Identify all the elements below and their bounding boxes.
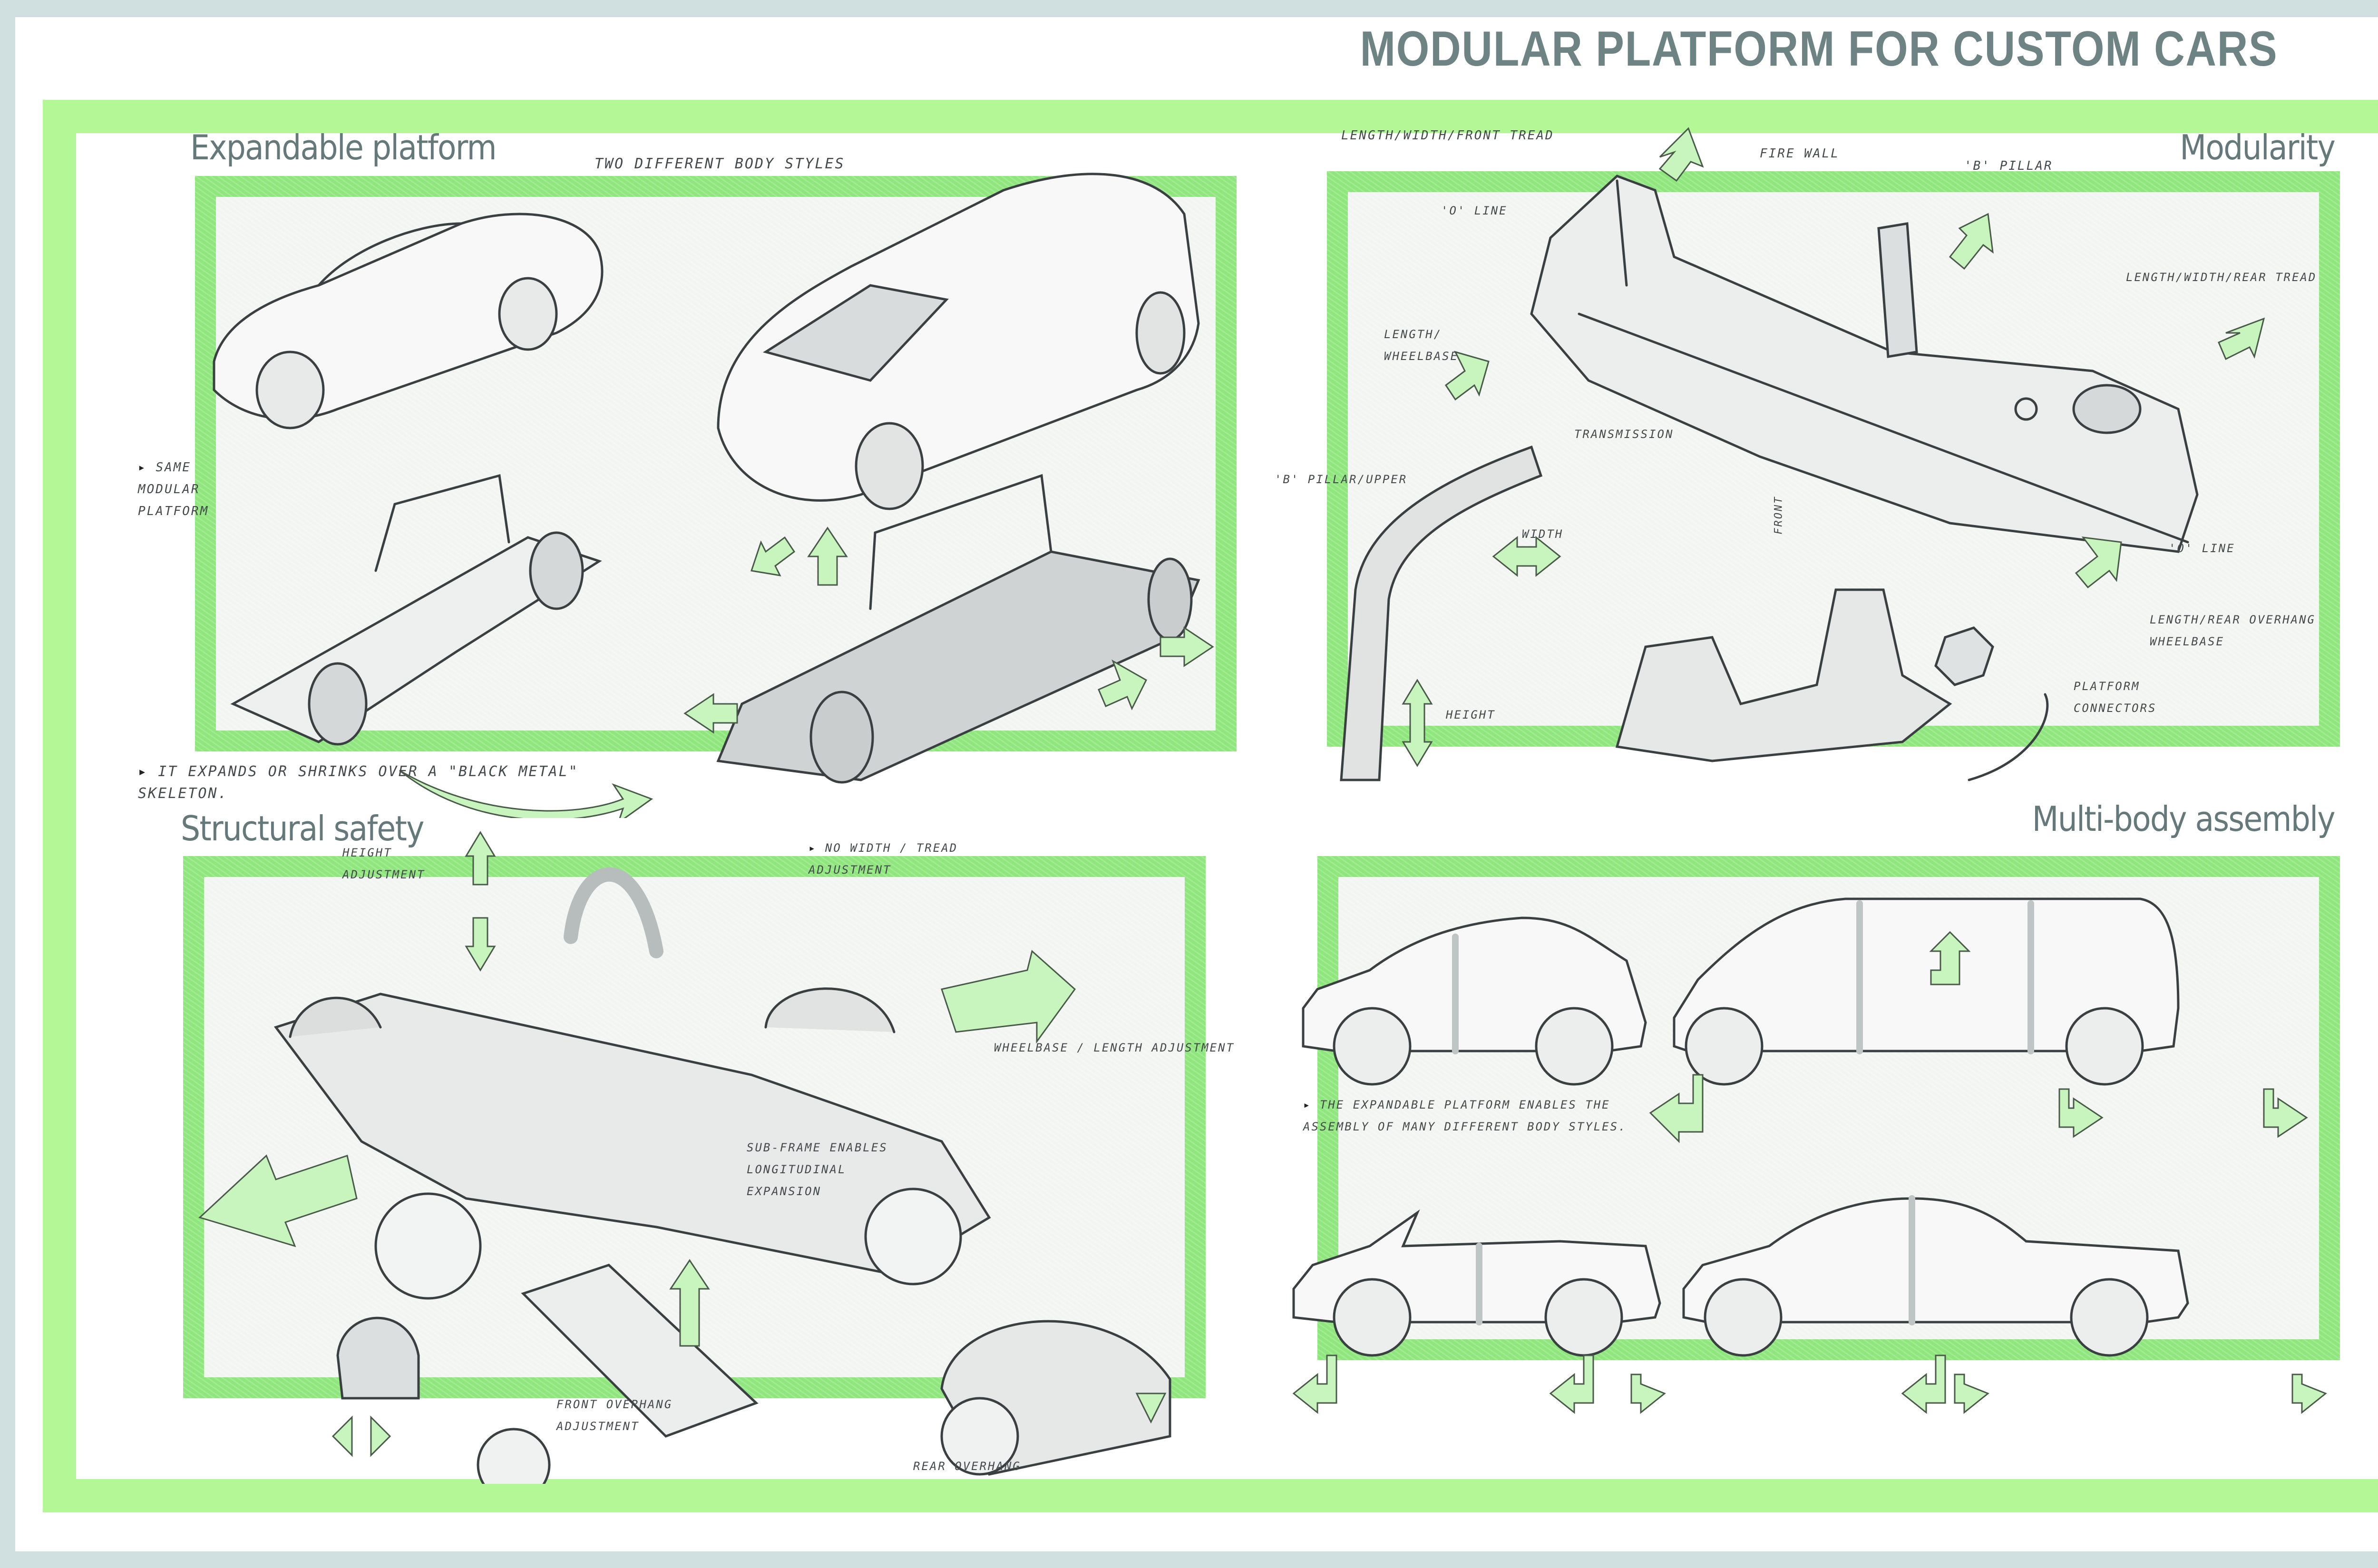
note-two-body-styles: Two different body styles <box>594 156 845 172</box>
expandable-platform-sketch <box>213 173 1214 818</box>
arrow-left-icon-4 <box>1901 1354 1946 1414</box>
arrow-up-icon <box>1929 931 1971 985</box>
pillar-upper-outline <box>1340 445 1543 781</box>
large-platform-outline <box>716 550 1200 781</box>
section-title-expandable-platform: Expandable platform <box>190 127 497 167</box>
arrow-up-icon <box>807 526 848 586</box>
arrow-right-icon <box>1160 626 1214 667</box>
arrow-front-overhang-icon <box>331 1415 391 1457</box>
minivan-car-outline <box>717 173 1200 502</box>
note-height: Height <box>1446 708 1496 721</box>
structural-safety-sketch <box>198 831 1171 1484</box>
arrow-right-icon <box>2058 1088 2104 1138</box>
arrow-right-icon-3 <box>1630 1373 1666 1414</box>
section-title-modularity: Modularity <box>2180 127 2336 167</box>
arrow-right-icon-4 <box>1954 1373 1989 1414</box>
arrow-left-down-icon <box>198 1154 358 1247</box>
note-rear-tread: Length/width/rear tread <box>2126 271 2317 284</box>
note-front-overhang-adjustment: Front overhang adjustment <box>556 1398 673 1433</box>
arrow-diag-icon <box>750 536 796 576</box>
section-title-multi-body-assembly: Multi-body assembly <box>2032 799 2336 839</box>
note-pillar-upper: 'B' pillar/upper <box>1275 473 1408 486</box>
arrow-down-right-icon <box>1098 659 1147 711</box>
note-height-adjustment: Height adjustment <box>342 846 426 881</box>
arrow-left-icon-3 <box>1549 1354 1594 1414</box>
note-platform-connectors: Platform connectors <box>2074 680 2157 715</box>
arrow-up-right-icon-2 <box>1949 213 1994 270</box>
note-front-tread: Length/width/front tread <box>1341 128 1554 143</box>
arrow-width-icon <box>1492 536 1561 577</box>
arrow-height-down-icon <box>465 917 496 972</box>
arrow-up-icon <box>669 1259 710 1347</box>
note-o-line: 'O' line <box>1441 204 1508 217</box>
front-module <box>336 1316 420 1400</box>
note-expands-shrinks: It expands or shrinks over a "black meta… <box>138 761 614 805</box>
note-no-width-tread: No width / tread adjustment <box>809 837 1046 881</box>
section-title-structural-safety: Structural safety <box>181 808 424 848</box>
arrow-left-icon-2 <box>1292 1354 1337 1414</box>
roll-hoop <box>564 867 663 958</box>
note-wheelbase-length: Wheelbase / length adjustment <box>994 1041 1235 1054</box>
poster-title: MODULAR PLATFORM FOR CUSTOM CARS <box>1360 21 2278 77</box>
note-o-line-rear: 'O' line <box>2169 542 2235 555</box>
chassis-tub-outline <box>1530 175 2199 553</box>
note-rear-overhang: Rear overhang <box>913 1460 1021 1473</box>
note-transmission: Transmission <box>1574 428 1674 441</box>
arrow-left-icon <box>1444 351 1490 401</box>
note-b-pillar: 'B' pillar <box>1964 159 2053 173</box>
arrow-left-icon <box>683 693 738 734</box>
arrow-right-up-icon <box>941 950 1076 1044</box>
arrow-height-up-icon <box>465 831 496 886</box>
note-same-platform: Same modular platform <box>138 457 262 522</box>
note-rear-overhang: Length/rear overhang wheelbase <box>2150 613 2316 648</box>
note-length-wheelbase: Length/ wheelbase <box>1384 328 1459 363</box>
arrow-down-right-icon <box>2075 536 2122 589</box>
arrow-rear-overhang-icon <box>1135 1393 1167 1424</box>
arrow-right-icon-2 <box>2263 1088 2308 1138</box>
modularity-sketch <box>1340 127 2265 781</box>
arrow-height-icon <box>1402 679 1433 767</box>
subframe-piece <box>521 1264 759 1438</box>
note-front: Front <box>1773 496 1785 535</box>
arrow-right-icon-5 <box>2291 1373 2327 1414</box>
note-expandable-assembly: The expandable platform enables the asse… <box>1303 1094 1665 1138</box>
note-fire-wall: Fire wall <box>1760 146 1840 161</box>
arrow-right-icon <box>2218 317 2265 360</box>
connectors-outline <box>1615 588 1952 762</box>
arrow-up-right-icon <box>1658 127 1704 182</box>
note-width: Width <box>1522 527 1564 541</box>
note-sub-frame: Sub-frame enables longitudinal expansion <box>747 1141 888 1198</box>
multi-body-sketch <box>1292 897 2327 1414</box>
b-pillar-outline <box>1877 222 1918 358</box>
